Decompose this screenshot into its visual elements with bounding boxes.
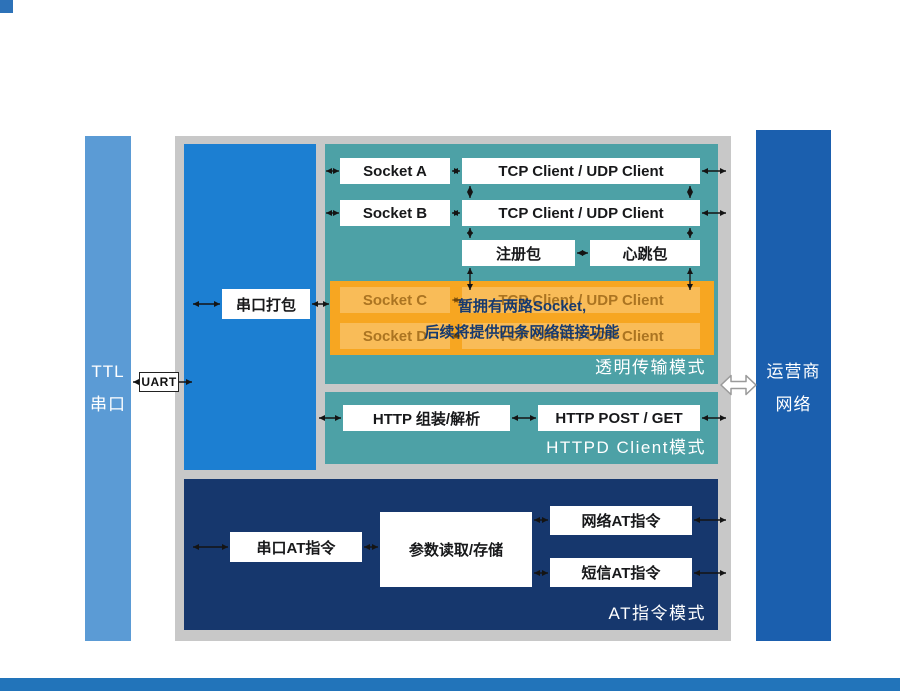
sms-at-command-box: 短信AT指令 — [550, 558, 692, 587]
tcp-udp-client-ghost-box-3: TCP Client / UDP Client — [462, 287, 700, 313]
socket-a-box: Socket A — [340, 158, 450, 184]
tcp-udp-client-ghost-box-4: TCP Client / UDP Client — [462, 323, 700, 349]
at-command-mode-panel: 串口AT指令 参数读取/存储 网络AT指令 短信AT指令 AT指令模式 — [184, 479, 718, 630]
param-read-store-box: 参数读取/存储 — [380, 512, 532, 587]
at-mode-title: AT指令模式 — [608, 604, 706, 623]
httpd-mode-title: HTTPD Client模式 — [546, 438, 706, 457]
socket-b-box: Socket B — [340, 200, 450, 226]
http-post-get-box: HTTP POST / GET — [538, 405, 700, 431]
tcp-udp-client-box-2: TCP Client / UDP Client — [462, 200, 700, 226]
coming-soon-note-line2: 后续将提供四条网络链接功能 — [424, 323, 620, 341]
ttl-serial-bar: TTL 串口 — [85, 136, 131, 641]
http-assemble-parse-box: HTTP 组装/解析 — [343, 405, 510, 431]
register-packet-box: 注册包 — [462, 240, 575, 266]
tcp-udp-client-box-1: TCP Client / UDP Client — [462, 158, 700, 184]
coming-soon-note-line1: 暂拥有两路Socket, — [457, 297, 587, 315]
ttl-label-line1: TTL — [91, 362, 125, 381]
carrier-network-bar: 运营商 网络 — [756, 130, 831, 641]
coming-soon-note: 暂拥有两路Socket, 后续将提供四条网络链接功能 — [330, 281, 714, 355]
serial-processing-panel: 串口打包 — [184, 144, 316, 470]
httpd-client-mode-panel: HTTP 组装/解析 HTTP POST / GET HTTPD Client模… — [325, 392, 718, 464]
carrier-label-line2: 网络 — [775, 394, 812, 414]
transparent-mode-title: 透明传输模式 — [595, 358, 706, 377]
network-at-command-box: 网络AT指令 — [550, 506, 692, 535]
serial-at-command-box: 串口AT指令 — [230, 532, 362, 562]
bottom-accent-bar — [0, 678, 900, 691]
corner-accent-square — [0, 0, 13, 13]
uart-tag: UART — [139, 372, 179, 392]
carrier-label-line1: 运营商 — [766, 361, 821, 381]
transparent-mode-panel: Socket A TCP Client / UDP Client Socket … — [325, 144, 718, 384]
socket-c-ghost-box: Socket C — [340, 287, 450, 313]
socket-d-ghost-box: Socket D — [340, 323, 450, 349]
coming-soon-overlay: Socket C TCP Client / UDP Client Socket … — [330, 281, 714, 355]
serial-pack-box: 串口打包 — [222, 289, 310, 319]
heartbeat-packet-box: 心跳包 — [590, 240, 700, 266]
ttl-label-line2: 串口 — [90, 395, 126, 414]
